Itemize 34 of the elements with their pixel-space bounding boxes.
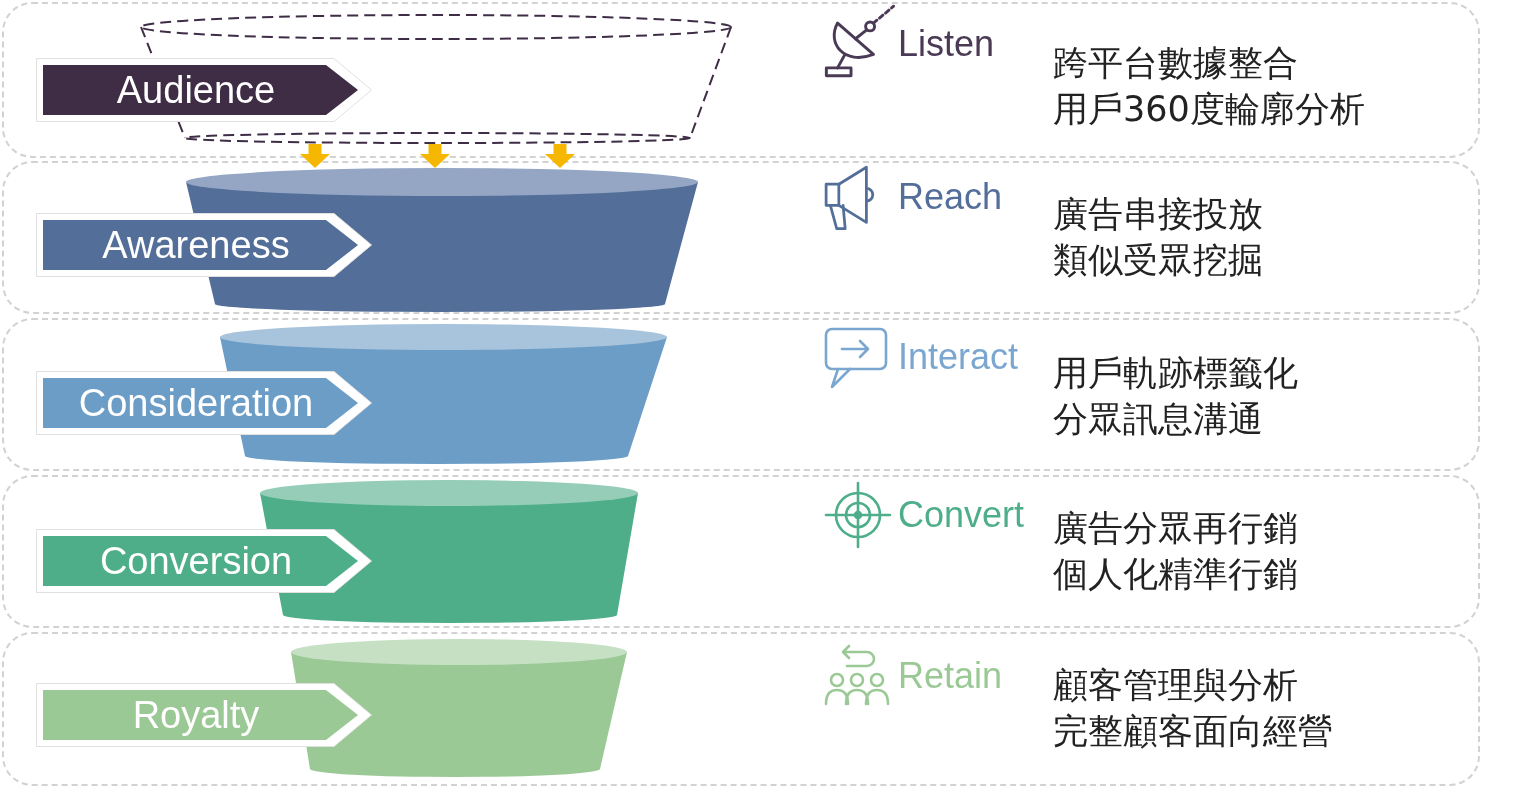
arrow: [545, 144, 575, 168]
description-line: 廣告串接投放: [1053, 193, 1263, 236]
action-word: Listen: [898, 22, 995, 66]
stage-band: [2, 318, 1480, 471]
stage-banner: [36, 529, 372, 593]
stage-band: [2, 475, 1480, 628]
description-line: 類似受眾挖掘: [1053, 239, 1263, 282]
action-word: Retain: [898, 654, 1003, 698]
funnel-segment: [291, 639, 627, 777]
stage-label: Royalty: [131, 693, 261, 738]
stage-banner: [36, 371, 372, 435]
stage-band: [2, 2, 1480, 158]
stage-band: [2, 161, 1480, 314]
description-line: 用戶軌跡標籤化: [1053, 352, 1298, 395]
description-line: 完整顧客面向經營: [1053, 710, 1333, 753]
stage-band: [2, 632, 1480, 786]
description-line: 廣告分眾再行銷: [1053, 507, 1298, 550]
arrow: [420, 144, 450, 168]
stage-label: Conversion: [98, 539, 294, 584]
stage-label: Awareness: [101, 223, 291, 268]
stage-label: Audience: [115, 68, 277, 113]
description-line: 跨平台數據整合: [1053, 42, 1298, 85]
action-word: Reach: [898, 175, 1003, 219]
stage-banner: [36, 58, 372, 122]
description-line: 分眾訊息溝通: [1053, 398, 1263, 441]
action-word: Interact: [898, 335, 1019, 379]
stage-banner: [36, 683, 372, 747]
description-line: 個人化精準行銷: [1053, 553, 1298, 596]
action-word: Convert: [898, 493, 1025, 537]
description-line: 用戶360度輪廓分析: [1053, 88, 1365, 131]
arrow: [300, 144, 330, 168]
stage-label: Consideration: [77, 381, 315, 426]
stage-banner: [36, 213, 372, 277]
description-line: 顧客管理與分析: [1053, 664, 1298, 707]
